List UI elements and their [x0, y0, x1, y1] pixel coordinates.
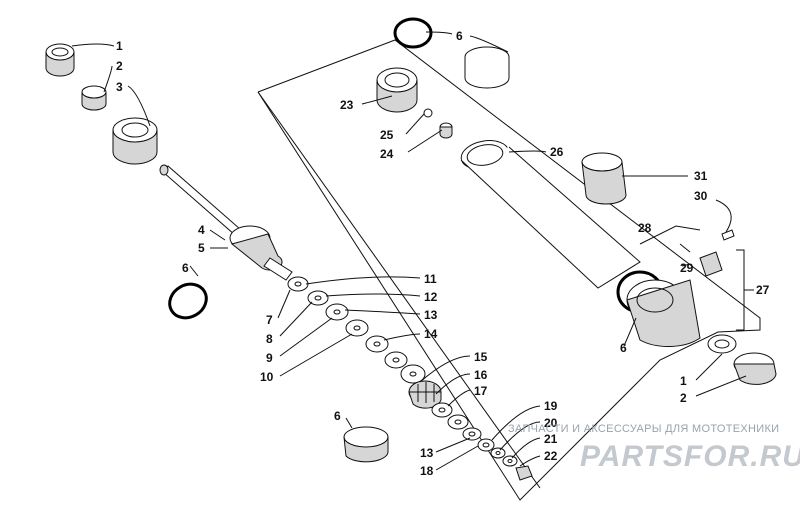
- assembly-outline-inner: [257, 91, 541, 489]
- watermark-logo: PARTSFOR.RU: [580, 440, 800, 473]
- shaft-head: [229, 225, 293, 281]
- callout-20: 20: [544, 416, 558, 430]
- bushing-top-left: [45, 43, 75, 77]
- lower-washers: [431, 402, 533, 481]
- callout-11: 11: [424, 272, 437, 286]
- callout-2-bottom: 2: [680, 391, 687, 405]
- o-ring-left: [168, 282, 208, 320]
- callout-4: 4: [198, 223, 205, 237]
- small-oring-25: [423, 108, 433, 118]
- bushing-lower-right: [707, 334, 777, 385]
- o-ring-top: [393, 17, 433, 49]
- callout-6-top: 6: [456, 29, 463, 43]
- callout-21: 21: [544, 432, 558, 446]
- piston: [408, 380, 442, 409]
- callout-22: 22: [544, 449, 558, 463]
- callout-13-bottom: 13: [420, 446, 434, 460]
- callout-18: 18: [420, 464, 434, 478]
- split-ring-bottom: [343, 426, 389, 463]
- callout-6-left: 6: [182, 261, 189, 275]
- sleeve-top: [464, 46, 510, 89]
- callout-28: 28: [638, 221, 652, 235]
- callout-1-bottom: 1: [680, 374, 687, 388]
- callout-15: 15: [474, 350, 488, 364]
- callout-19: 19: [544, 399, 558, 413]
- bearing-sleeve-31: [581, 152, 627, 205]
- callout-23: 23: [340, 98, 354, 112]
- valve-fitting-27: [679, 229, 735, 277]
- watermark-text: ЗАПЧАСТИ И АКСЕССУАРЫ ДЛЯ МОТОТЕХНИКИ: [508, 423, 779, 435]
- callout-25: 25: [380, 128, 394, 142]
- callout-12: 12: [424, 290, 438, 304]
- callout-26: 26: [550, 145, 564, 159]
- callout-16: 16: [474, 368, 488, 382]
- cap-top: [376, 67, 418, 113]
- callout-6-bottom: 6: [334, 409, 341, 423]
- valve-cap-24: [439, 122, 453, 139]
- callout-17: 17: [474, 384, 488, 398]
- callout-31: 31: [694, 169, 708, 183]
- callout-8: 8: [266, 332, 273, 346]
- callout-29: 29: [680, 261, 694, 275]
- bracket-27: [736, 249, 745, 331]
- assembly-outline: [257, 39, 761, 501]
- spacer-small: [81, 85, 107, 111]
- callout-27: 27: [756, 283, 770, 297]
- callout-13-top: 13: [424, 308, 438, 322]
- callout-5: 5: [198, 241, 205, 255]
- washer-stack: [287, 276, 426, 384]
- callout-10: 10: [260, 370, 274, 384]
- shock-body-lower: [626, 279, 701, 348]
- callout-24: 24: [380, 147, 394, 161]
- reservoir-body: [460, 140, 641, 289]
- callout-6-right: 6: [620, 341, 627, 355]
- callout-1-top: 1: [116, 39, 123, 53]
- callout-30: 30: [694, 189, 708, 203]
- callout-2-top: 2: [116, 59, 123, 73]
- leader-lines: [71, 31, 754, 471]
- bracket-28: [639, 225, 701, 245]
- callout-7: 7: [266, 313, 273, 327]
- callout-14: 14: [424, 327, 438, 341]
- callout-3: 3: [116, 80, 123, 94]
- callout-9: 9: [266, 351, 273, 365]
- eyelet-mount: [112, 117, 158, 165]
